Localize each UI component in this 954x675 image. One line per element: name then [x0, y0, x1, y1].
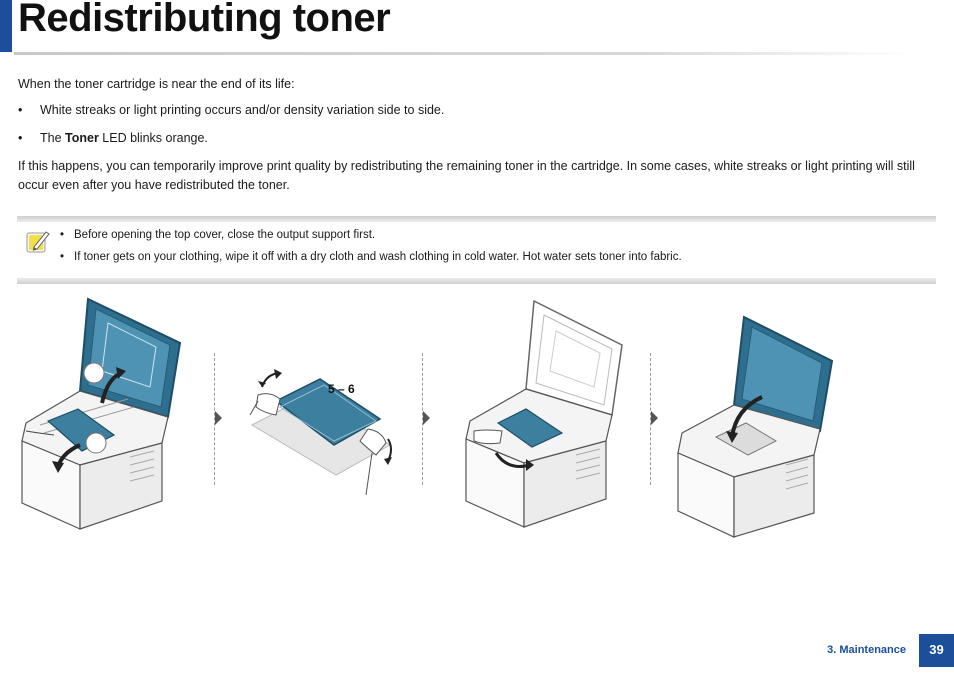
note-top-border	[17, 216, 936, 222]
bullet-text: The Toner LED blinks orange.	[40, 131, 208, 145]
page-number: 39	[919, 634, 954, 667]
title-divider	[14, 52, 914, 55]
step-divider	[650, 353, 651, 485]
step-shake-cartridge-illustration: 5 – 6	[249, 369, 392, 496]
step-reinsert-cartridge-illustration	[465, 299, 623, 528]
bullet-dot: •	[18, 103, 23, 117]
step-close-cover-illustration	[677, 315, 834, 538]
shake-count-label: 5 – 6	[328, 382, 355, 396]
bullet-suffix: LED blinks orange.	[98, 131, 208, 145]
section-label: 3. Maintenance	[827, 644, 906, 656]
note-text: If toner gets on your clothing, wipe it …	[74, 251, 682, 263]
step-divider	[214, 353, 215, 485]
note-bottom-border	[17, 278, 936, 284]
procedure-illustrations: 5 – 6	[0, 295, 954, 545]
page-title: Redistributing toner	[18, 0, 391, 40]
next-step-arrow-icon	[423, 411, 430, 425]
bullet-dot: •	[60, 229, 65, 241]
next-step-arrow-icon	[215, 411, 222, 425]
note-text: Before opening the top cover, close the …	[74, 229, 376, 241]
step-divider	[422, 353, 423, 485]
bullet-text: White streaks or light printing occurs a…	[40, 103, 445, 117]
intro-text: When the toner cartridge is near the end…	[18, 77, 295, 91]
bullet-prefix: The	[40, 131, 66, 145]
toner-label: Toner	[65, 131, 99, 145]
title-accent-bar	[0, 0, 12, 52]
pencil-note-icon	[26, 231, 50, 253]
step-remove-cartridge-illustration	[21, 297, 182, 530]
bullet-dot: •	[60, 251, 65, 263]
next-step-arrow-icon	[651, 411, 658, 425]
explanation-paragraph: If this happens, you can temporarily imp…	[18, 159, 915, 192]
note-box: • Before opening the top cover, close th…	[17, 216, 936, 284]
bullet-dot: •	[18, 131, 23, 145]
